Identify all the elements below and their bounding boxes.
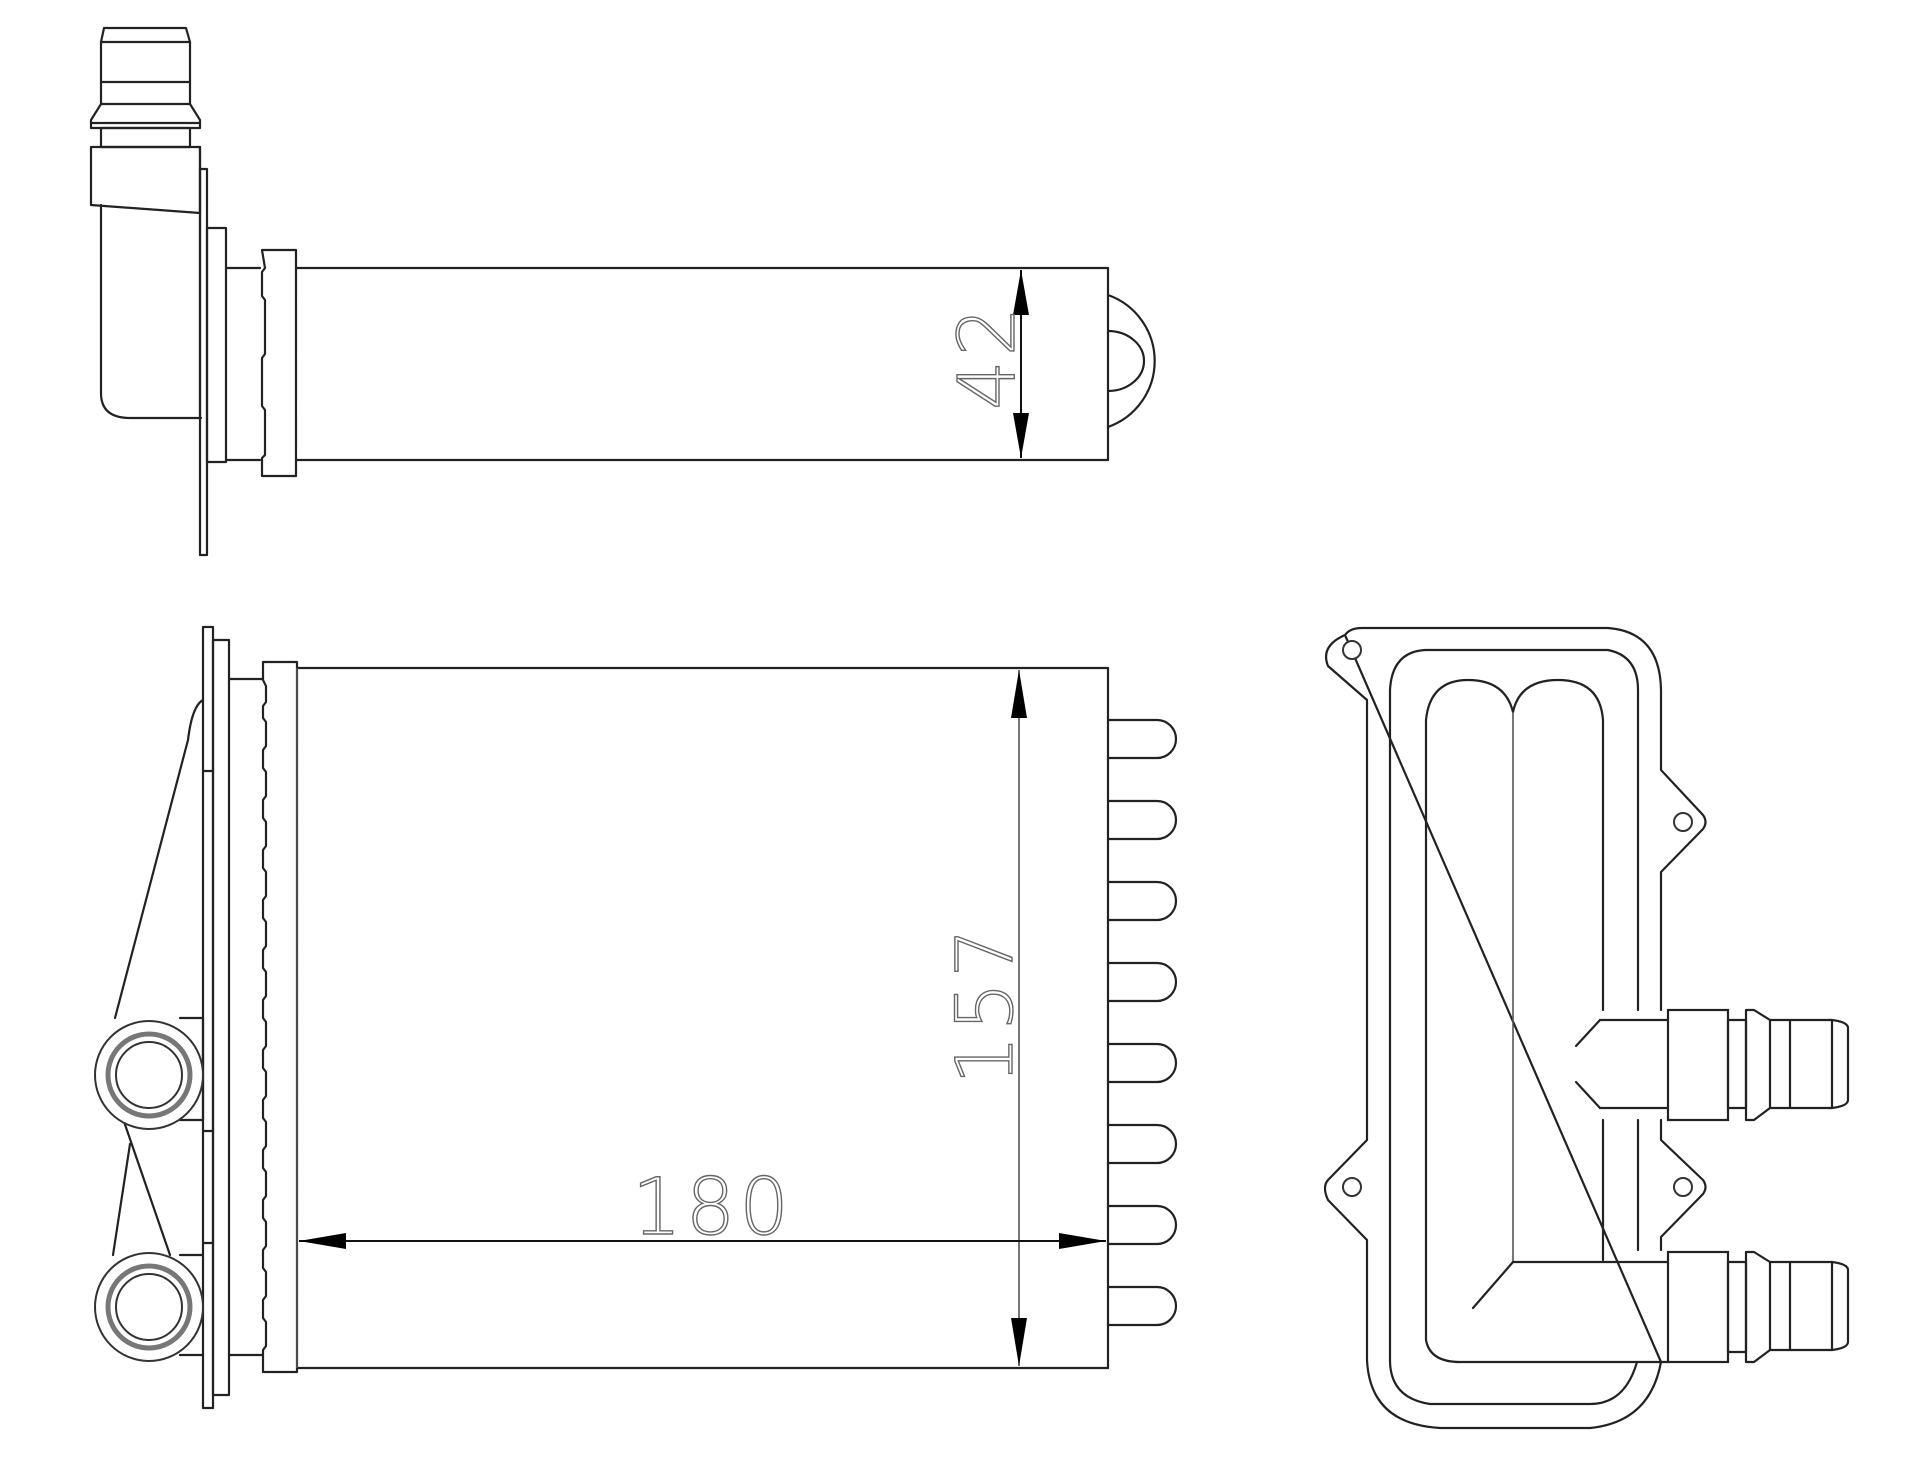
dimension-180: 180 [299,1162,1106,1254]
dimension-157: 157 [940,670,1032,1366]
top-view: 42 [89,26,1156,557]
top-view-end-loop [1106,293,1156,429]
front-view-tank-header [227,660,299,1374]
side-view-right-channel [1511,678,1605,1262]
front-view-inlet-upper [94,1020,204,1130]
front-view-core [295,666,1110,1370]
side-view-outer-gasket [1323,626,1707,1430]
top-view-elbow [89,145,228,557]
front-view-bracket [111,698,205,1357]
dimension-180-label: 180 [632,1163,793,1253]
side-view-left-channel [1424,678,1515,1342]
front-view-inlet-lower [94,1252,204,1362]
side-view-upper-port [1574,1008,1850,1122]
dimension-42: 42 [942,270,1034,458]
front-view: 157 180 [94,625,1178,1410]
side-view [1323,626,1850,1430]
dimension-157-label: 157 [941,924,1031,1085]
side-view-inner-gasket [1388,648,1640,1406]
front-view-mount-plate [201,625,231,1410]
front-view-tube-tabs [1106,718,1178,1327]
top-view-flange [224,248,298,478]
top-view-nipple [89,26,202,149]
side-view-lower-port [1424,1250,1850,1364]
dimension-42-label: 42 [943,303,1033,410]
